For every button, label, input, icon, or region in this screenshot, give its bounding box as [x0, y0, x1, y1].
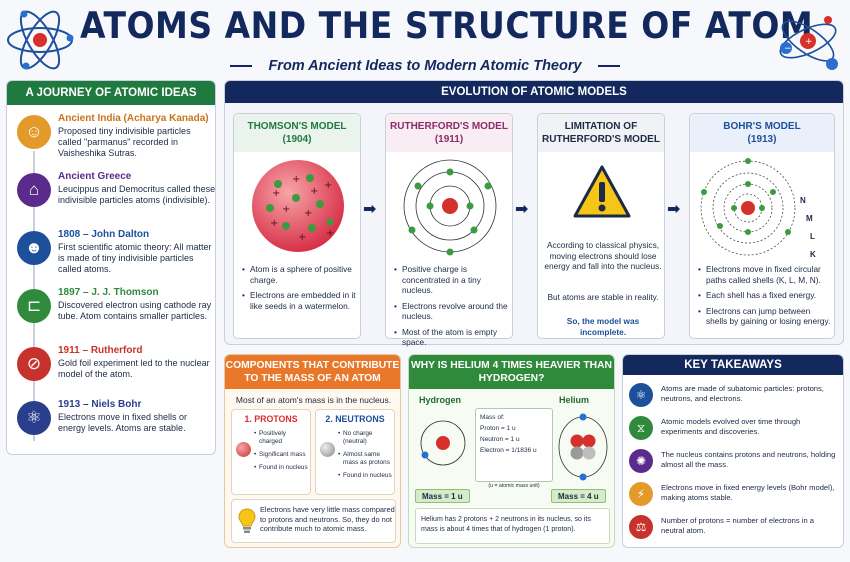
svg-text:−: −: [784, 44, 792, 54]
svg-text:+: +: [304, 208, 312, 219]
svg-text:+: +: [272, 188, 280, 199]
electron-note: Electrons have very little mass compared…: [231, 499, 396, 543]
rutherford-atom-diagram: [403, 159, 497, 256]
svg-text:+: +: [310, 186, 318, 197]
takeaway-item: ⚛ Atoms are made of subatomic particles:…: [629, 381, 839, 413]
components-title: COMPONENTS THAT CONTRIBUTE TO THE MASS O…: [225, 355, 400, 389]
atom-icon: [7, 10, 74, 70]
bohr-atom-icon: ⚛: [17, 401, 51, 435]
thomson-card: THOMSON'S MODEL (1904) +++++++++ Atom is…: [233, 113, 361, 339]
shell-label: M: [806, 214, 813, 223]
evolution-panel: EVOLUTION OF ATOMIC MODELS THOMSON'S MOD…: [224, 80, 844, 347]
takeaway-item: ⚖ Number of protons = number of electron…: [629, 513, 839, 545]
svg-text:+: +: [324, 180, 332, 191]
molecule-icon: − +: [779, 16, 838, 70]
svg-text:+: +: [282, 204, 290, 215]
gold-foil-icon: ⊘: [17, 347, 51, 381]
page-title: ATOMS AND THE STRUCTURE OF ATOM: [80, 4, 814, 47]
neutron-icon: [320, 442, 335, 457]
header: ATOMS AND THE STRUCTURE OF ATOM From Anc…: [0, 0, 850, 80]
page-subtitle: From Ancient Ideas to Modern Atomic Theo…: [230, 55, 620, 77]
hydrogen-mass: Mass = 1 u: [415, 489, 470, 503]
timeline-item: ☻ 1808 – John Dalton First scientific at…: [15, 227, 215, 283]
nucleus-icon: ✺: [629, 449, 653, 473]
lightning-icon: ⚡: [629, 482, 653, 506]
protons-box: 1. PROTONS Positively charged Significan…: [231, 409, 311, 495]
limitation-card: LIMITATION OF RUTHERFORD'S MODEL Accordi…: [537, 113, 665, 339]
atom-icon: ⚛: [629, 383, 653, 407]
takeaways-title: KEY TAKEAWAYS: [623, 355, 843, 375]
svg-text:+: +: [292, 174, 300, 185]
arrow-right-icon: ➡: [667, 201, 681, 218]
takeaways-panel: KEY TAKEAWAYS ⚛ Atoms are made of subato…: [622, 354, 844, 548]
takeaway-item: ✺ The nucleus contains protons and neutr…: [629, 447, 839, 479]
arrow-right-icon: ➡: [363, 201, 377, 218]
shell-label: N: [800, 196, 806, 205]
temple-icon: ⌂: [17, 173, 51, 207]
takeaway-item: ⚡ Electrons move in fixed energy levels …: [629, 480, 839, 512]
helium-panel: WHY IS HELIUM 4 TIMES HEAVIER THAN HYDRO…: [408, 354, 615, 548]
plum-pudding-diagram: +++++++++: [252, 160, 344, 252]
evolution-title: EVOLUTION OF ATOMIC MODELS: [225, 81, 843, 103]
proton-icon: [236, 442, 251, 457]
timeline-item: ⚛ 1913 – Niels Bohr Electrons move in fi…: [15, 397, 215, 453]
takeaway-item: ⧖ Atomic models evolved over time throug…: [629, 414, 839, 446]
timeline-item: ⌂ Ancient Greece Leucippus and Democritu…: [15, 169, 215, 225]
components-panel: COMPONENTS THAT CONTRIBUTE TO THE MASS O…: [224, 354, 401, 548]
shell-label: K: [810, 250, 816, 259]
bohr-card: BOHR'S MODEL (1913) N M L K Electrons mo…: [689, 113, 835, 339]
helium-mass: Mass = 4 u: [551, 489, 606, 503]
neutrons-box: 2. NEUTRONS No charge (neutral) Almost s…: [315, 409, 395, 495]
timeline-item: ⊏ 1897 – J. J. Thomson Discovered electr…: [15, 285, 215, 341]
journey-title: A JOURNEY OF ATOMIC IDEAS: [7, 81, 215, 105]
shell-label: L: [810, 232, 815, 241]
rutherford-card: RUTHERFORD'S MODEL (1911) Positive charg…: [385, 113, 513, 347]
timeline-item: ☺ Ancient India (Acharya Kanada) Propose…: [15, 111, 215, 167]
journey-panel: A JOURNEY OF ATOMIC IDEAS ☺ Ancient Indi…: [6, 80, 216, 455]
svg-text:+: +: [805, 37, 813, 47]
warning-icon: [573, 165, 631, 218]
mass-of-box: Mass of: Proton = 1 u Neutron = 1 u Elec…: [475, 408, 553, 482]
helium-atom-diagram: [558, 413, 608, 481]
timeline-item: ⊘ 1911 – Rutherford Gold foil experiment…: [15, 343, 215, 399]
svg-text:+: +: [298, 232, 306, 243]
helium-title: WHY IS HELIUM 4 TIMES HEAVIER THAN HYDRO…: [409, 355, 614, 389]
cathode-tube-icon: ⊏: [17, 289, 51, 323]
dna-icon: ⧖: [629, 416, 653, 440]
lightbulb-icon: [238, 508, 256, 533]
arrow-right-icon: ➡: [515, 201, 529, 218]
svg-text:+: +: [326, 228, 334, 239]
dalton-icon: ☻: [17, 231, 51, 265]
balance-icon: ⚖: [629, 515, 653, 539]
sage-icon: ☺: [17, 115, 51, 149]
bohr-atom-diagram: [700, 158, 796, 256]
svg-text:+: +: [270, 218, 278, 229]
hydrogen-atom-diagram: [420, 420, 466, 466]
